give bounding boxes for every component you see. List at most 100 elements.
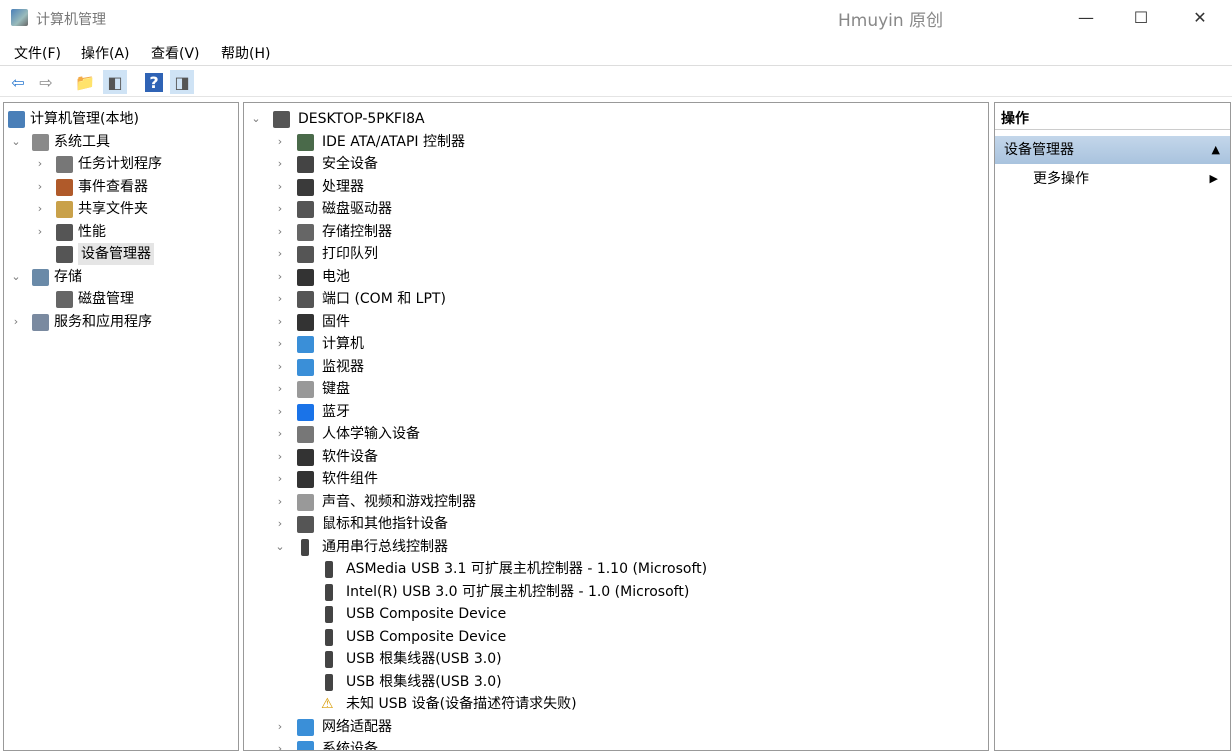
device-tree-item[interactable]: › 磁盘驱动器	[244, 198, 988, 220]
device-tree-item-label: 磁盘驱动器	[322, 201, 392, 217]
device-tree-item[interactable]: ASMedia USB 3.1 可扩展主机控制器 - 1.10 (Microso…	[244, 558, 988, 580]
tree-item[interactable]: › 事件查看器	[4, 176, 238, 198]
show-hide-action-pane-button[interactable]: ◨	[170, 70, 194, 94]
device-tree-item[interactable]: Intel(R) USB 3.0 可扩展主机控制器 - 1.0 (Microso…	[244, 581, 988, 603]
device-tree-item[interactable]: › 监视器	[244, 356, 988, 378]
device-tree-item[interactable]: ›鼠标和其他指针设备	[244, 513, 988, 535]
chevron-right-icon[interactable]: ›	[277, 224, 283, 238]
chevron-right-icon[interactable]: ›	[277, 472, 283, 485]
device-tree-item[interactable]: ›网络适配器	[244, 716, 988, 738]
chevron-right-icon[interactable]: ›	[277, 494, 283, 508]
tree-item[interactable]: ⌄系统工具	[4, 131, 238, 153]
tree-item-label: 性能	[78, 223, 106, 240]
storage-icon	[32, 268, 49, 286]
chevron-right-icon[interactable]: ›	[37, 224, 43, 238]
close-button[interactable]: ✕	[1193, 8, 1207, 27]
device-tree-item[interactable]: ⚠未知 USB 设备(设备描述符请求失败)	[244, 693, 988, 715]
chevron-right-icon[interactable]: ›	[277, 314, 283, 328]
device-tree-item[interactable]: ›声音、视频和游戏控制器	[244, 491, 988, 513]
menu-action[interactable]: 操作(A)	[81, 46, 130, 62]
device-tree-item[interactable]: USB Composite Device	[244, 603, 988, 625]
device-tree-item[interactable]: ›键盘	[244, 378, 988, 400]
chevron-right-icon[interactable]: ›	[277, 247, 283, 260]
printer-icon	[297, 246, 314, 263]
device-tree-item[interactable]: ⌄DESKTOP-5PKFI8A	[244, 108, 988, 130]
menu-view[interactable]: 查看(V)	[151, 46, 200, 62]
device-tree-item[interactable]: ›固件	[244, 311, 988, 333]
device-tree-item[interactable]: ›人体学输入设备	[244, 423, 988, 445]
device-tree-item[interactable]: USB 根集线器(USB 3.0)	[244, 671, 988, 693]
device-tree-item[interactable]: ›安全设备	[244, 153, 988, 175]
chevron-right-icon[interactable]: ›	[37, 202, 43, 215]
device-tree-item[interactable]: ›端口 (COM 和 LPT)	[244, 288, 988, 310]
chevron-right-icon[interactable]: ›	[37, 157, 43, 170]
menu-file[interactable]: 文件(F)	[14, 46, 61, 62]
device-tree-item-label: USB Composite Device	[346, 628, 507, 645]
device-tree-item[interactable]: ›软件设备	[244, 446, 988, 468]
device-tree-item[interactable]: ›处理器	[244, 176, 988, 198]
chevron-down-icon[interactable]: ⌄	[251, 112, 261, 125]
device-tree-item[interactable]: ›IDE ATA/ATAPI 控制器	[244, 131, 988, 153]
chevron-right-icon[interactable]: ›	[277, 359, 283, 373]
device-tree-item[interactable]: ›打印队列	[244, 243, 988, 265]
chevron-right-icon[interactable]: ›	[277, 517, 283, 530]
speaker-icon	[297, 493, 314, 511]
device-tree-item-label: Intel(R) USB 3.0 可扩展主机控制器 - 1.0 (Microso…	[346, 583, 690, 600]
device-tree-item[interactable]: ›蓝牙	[244, 401, 988, 423]
chevron-right-icon[interactable]: ›	[277, 427, 283, 440]
tree-item-label: 共享文件夹	[78, 201, 148, 217]
tree-item[interactable]: ›任务计划程序	[4, 153, 238, 175]
forward-arrow-button[interactable]: ⇨	[34, 70, 58, 94]
chevron-down-icon[interactable]: ⌄	[11, 134, 21, 148]
more-actions-item[interactable]: 更多操作	[1033, 171, 1089, 187]
chevron-right-icon[interactable]: ›	[277, 719, 283, 733]
chevron-right-icon[interactable]: ›	[277, 179, 283, 193]
chevron-right-icon[interactable]: ›	[277, 742, 283, 751]
chevron-right-icon[interactable]: ›	[277, 157, 283, 170]
tree-item[interactable]: ⌄存储	[4, 266, 238, 288]
chevron-down-icon[interactable]: ⌄	[11, 269, 21, 283]
device-tree-item[interactable]: ⌄ 通用串行总线控制器	[244, 536, 988, 558]
device-tree-item[interactable]: ›系统设备	[244, 738, 988, 751]
tree-item[interactable]: › 共享文件夹	[4, 198, 238, 220]
device-tree-item[interactable]: ›电池	[244, 266, 988, 288]
chevron-right-icon[interactable]: ›	[277, 202, 283, 215]
chevron-right-icon[interactable]: ›	[277, 449, 283, 463]
tree-item[interactable]: 磁盘管理	[4, 288, 238, 310]
device-tree-item[interactable]: USB Composite Device	[244, 626, 988, 648]
usb-icon	[325, 673, 333, 691]
chevron-right-icon[interactable]: ›	[13, 314, 19, 328]
back-arrow-button[interactable]: ⇦	[6, 70, 30, 94]
device-tree-item[interactable]: ›软件组件	[244, 468, 988, 490]
up-folder-button[interactable]: 📁	[73, 70, 97, 94]
show-hide-console-tree-button[interactable]: ◧	[103, 70, 127, 94]
device-tree-item[interactable]: ›存储控制器	[244, 221, 988, 243]
battery-icon	[297, 268, 314, 286]
chevron-down-icon[interactable]: ⌄	[275, 539, 285, 553]
chevron-right-icon[interactable]: ›	[277, 134, 283, 148]
device-tree-item-label: USB 根集线器(USB 3.0)	[346, 673, 502, 690]
tree-item[interactable]: 计算机管理(本地)	[4, 108, 238, 130]
tree-item[interactable]: ›服务和应用程序	[4, 311, 238, 333]
actions-section-device-manager[interactable]: 设备管理器 ▲	[995, 136, 1230, 164]
menu-help[interactable]: 帮助(H)	[221, 46, 271, 62]
mouse-icon	[297, 516, 314, 533]
chevron-right-icon[interactable]: ›	[277, 337, 283, 350]
tree-item[interactable]: 设备管理器	[4, 243, 238, 265]
software-device-icon	[297, 448, 314, 466]
tree-item[interactable]: › 性能	[4, 221, 238, 243]
chevron-right-icon[interactable]: ›	[37, 179, 43, 193]
maximize-button[interactable]: ☐	[1133, 8, 1149, 27]
chevron-right-icon[interactable]: ›	[277, 382, 283, 395]
device-tree-item-label: 监视器	[322, 358, 364, 375]
help-button[interactable]: ?	[142, 70, 166, 94]
chevron-right-icon[interactable]: ›	[277, 292, 283, 305]
minimize-button[interactable]: —	[1078, 8, 1094, 27]
device-tree-item-label: 通用串行总线控制器	[322, 538, 448, 555]
device-tree-item[interactable]: ›计算机	[244, 333, 988, 355]
chevron-right-icon[interactable]: ›	[277, 404, 283, 418]
tree-item-label: 事件查看器	[78, 178, 148, 195]
chevron-right-icon[interactable]: ›	[277, 269, 283, 283]
device-tree-item[interactable]: USB 根集线器(USB 3.0)	[244, 648, 988, 670]
collapse-up-icon[interactable]: ▲	[1211, 143, 1220, 156]
